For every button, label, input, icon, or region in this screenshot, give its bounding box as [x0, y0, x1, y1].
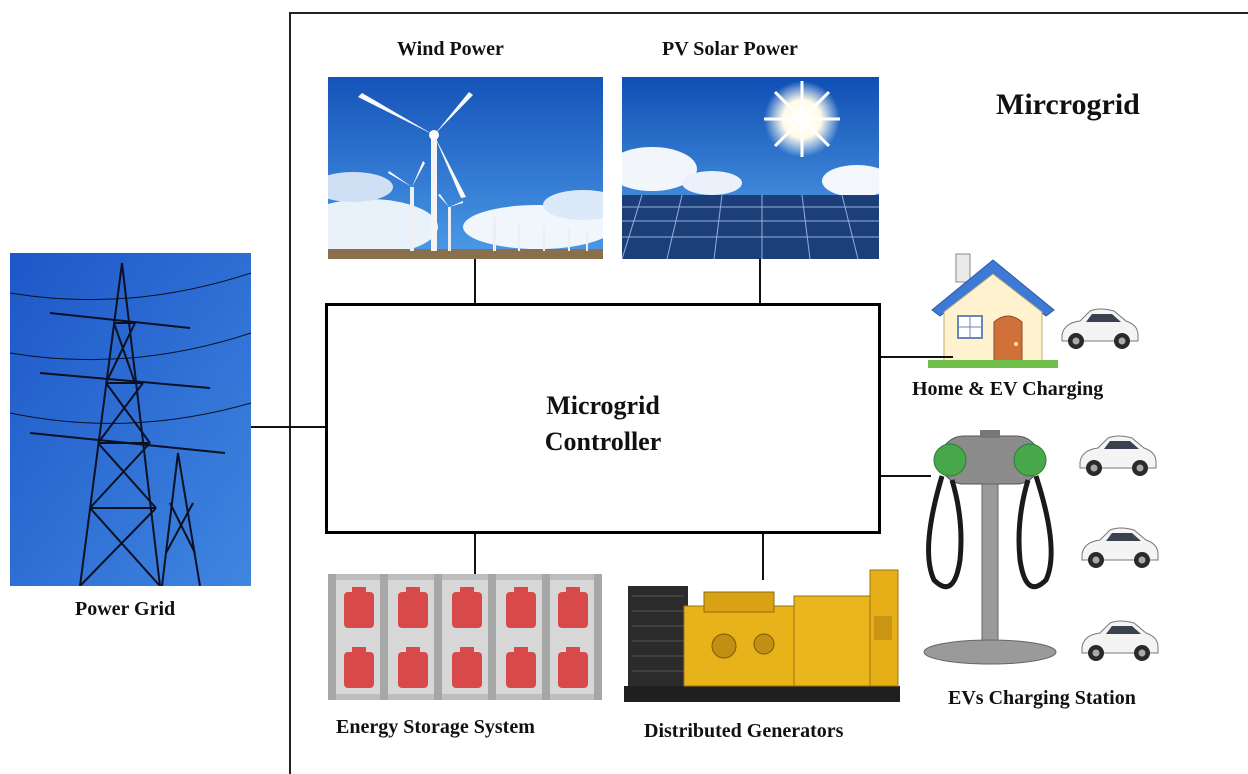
controller-label-line1: Microgrid	[546, 391, 660, 420]
home-connector	[881, 356, 953, 358]
wind-power-label: Wind Power	[397, 38, 504, 60]
transmission-tower-photo	[10, 253, 251, 586]
house-icon	[928, 250, 1058, 370]
power-grid-label: Power Grid	[75, 598, 176, 620]
electric-car-icon	[1076, 524, 1162, 570]
wind-turbines-photo	[328, 77, 603, 259]
pv-connector	[759, 259, 761, 303]
electric-car-icon	[1058, 305, 1140, 351]
solar-panels-photo	[622, 77, 879, 259]
electric-car-icon	[1074, 432, 1160, 478]
home-ev-charging-label: Home & EV Charging	[912, 378, 1104, 400]
ev-charging-station-label: EVs Charging Station	[948, 687, 1136, 709]
battery-bank-icon	[328, 574, 602, 700]
microgrid-title: Mircrogrid	[996, 88, 1140, 121]
charging-station-icon	[920, 430, 1060, 670]
microgrid-controller-box: Microgrid Controller	[325, 303, 881, 534]
energy-storage-label: Energy Storage System	[336, 716, 535, 738]
controller-label-line2: Controller	[544, 427, 662, 456]
generator-connector	[762, 534, 764, 580]
wind-connector	[474, 259, 476, 303]
distributed-generators-label: Distributed Generators	[644, 720, 844, 742]
pv-solar-power-label: PV Solar Power	[662, 38, 798, 60]
electric-car-icon	[1076, 617, 1162, 663]
station-connector	[881, 475, 931, 477]
storage-connector	[474, 534, 476, 574]
diesel-generator-icon	[624, 566, 900, 706]
grid-connector	[251, 426, 325, 428]
microgrid-boundary	[289, 12, 1248, 774]
